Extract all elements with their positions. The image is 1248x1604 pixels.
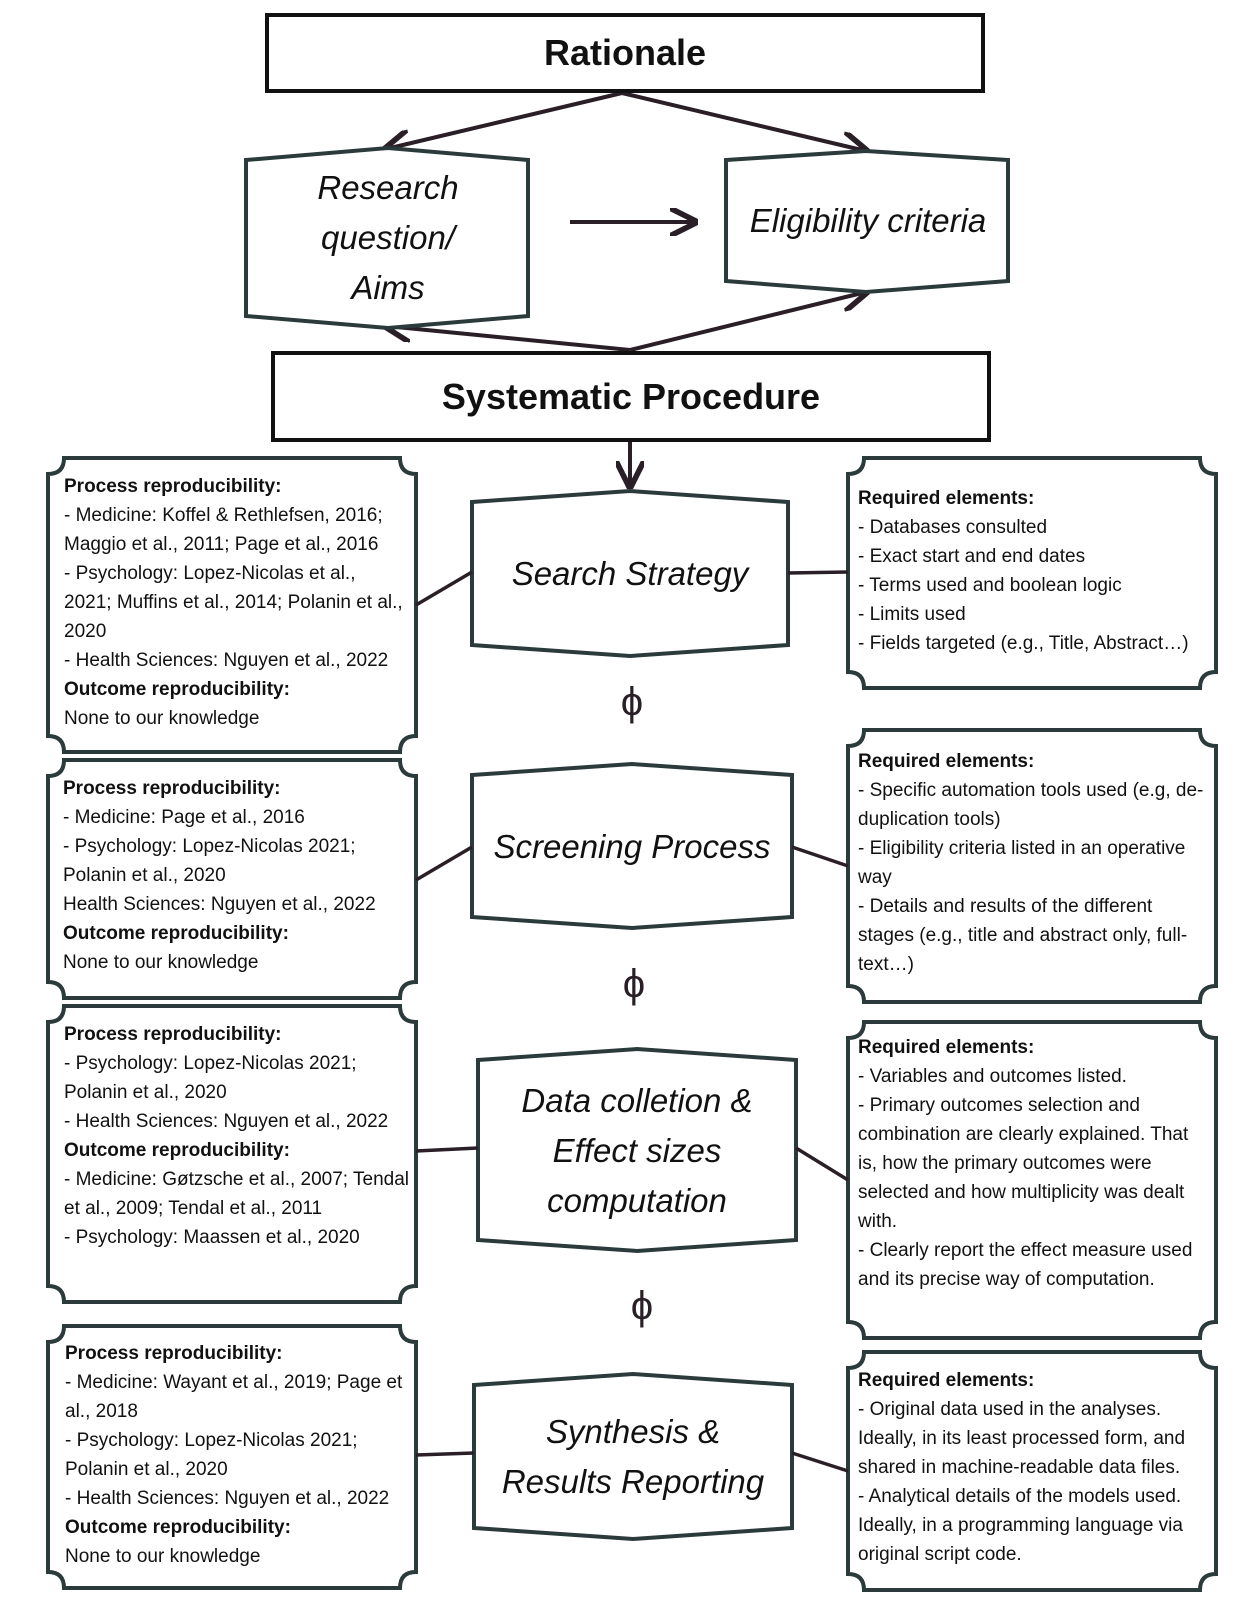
right-text-4: Required elements: - Original data used i… <box>858 1366 1210 1569</box>
stage-label-synthesis: Synthesis & Results Reporting <box>501 1413 765 1500</box>
reference-line: - Variables and outcomes listed. <box>858 1066 1127 1087</box>
section-heading: Process reproducibility: <box>63 778 281 799</box>
reference-line: - Limits used <box>858 604 966 625</box>
systematic-procedure-title: Systematic Procedure <box>441 375 821 417</box>
reference-line: - Analytical details of the models used.… <box>858 1486 1183 1565</box>
section-heading: Outcome reproducibility: <box>65 1517 291 1538</box>
data-collection-shape <box>476 1046 798 1254</box>
section-heading: Process reproducibility: <box>64 476 282 497</box>
rationale-box: Rationale <box>265 13 985 93</box>
reference-line: - Specific automation tools used (e.g, d… <box>858 780 1204 830</box>
eligibility-shape <box>724 148 1010 295</box>
left-box-2 <box>46 758 418 1000</box>
section-heading: Outcome reproducibility: <box>64 1140 290 1161</box>
stage-label-search: Search Strategy <box>511 555 749 592</box>
search-strategy-shape <box>470 488 790 659</box>
reference-line: - Medicine: Gøtzsche et al., 2007; Tenda… <box>64 1169 409 1219</box>
arrow-rationale-to-research <box>386 91 623 149</box>
right-box-3 <box>846 1020 1218 1340</box>
reference-line: - Eligibility criteria listed in an oper… <box>858 838 1186 888</box>
reference-line: None to our knowledge <box>64 708 260 729</box>
left-text-4: Process reproducibility: - Medicine: Waya… <box>65 1339 405 1571</box>
left-text-2: Process reproducibility: - Medicine: Page… <box>63 774 403 977</box>
arrow-procedure-to-research <box>386 326 631 352</box>
right-text-3: Required elements: - Variables and outcom… <box>858 1033 1210 1294</box>
reference-line: - Details and results of the different s… <box>858 896 1188 975</box>
reference-line: - Psychology: Lopez-Nicolas 2021; Polani… <box>65 1430 358 1480</box>
research-question-shape <box>244 145 530 331</box>
reference-line: - Exact start and end dates <box>858 546 1086 567</box>
reference-line: - Psychology: Lopez-Nicolas 2021; Polani… <box>63 836 356 886</box>
reference-line: None to our knowledge <box>63 952 259 973</box>
systematic-procedure-box: Systematic Procedure <box>271 351 991 442</box>
reference-line: - Medicine: Wayant et al., 2019; Page et… <box>65 1372 403 1422</box>
reference-line: - Medicine: Koffel & Rethlefsen, 2016; M… <box>64 505 383 555</box>
arrow-rationale-to-eligibility <box>621 91 866 151</box>
section-heading: Required elements: <box>858 488 1035 509</box>
reference-line: - Clearly report the effect measure used… <box>858 1240 1193 1290</box>
reference-line: - Fields targeted (e.g., Title, Abstract… <box>858 633 1189 654</box>
section-heading: Required elements: <box>858 751 1035 772</box>
reference-line: - Psychology: Lopez-Nicolas et al., 2021… <box>64 563 403 642</box>
left-box-3 <box>46 1004 418 1304</box>
connector-left-1 <box>415 570 473 607</box>
research-question-label: Research question/ Aims <box>317 169 459 306</box>
right-box-2 <box>846 728 1218 1004</box>
connector-right-3 <box>795 1146 849 1182</box>
connector-left-4 <box>415 1451 475 1457</box>
connector-right-2 <box>791 845 849 868</box>
section-heading: Outcome reproducibility: <box>64 679 290 700</box>
reference-line: - Medicine: Page et al., 2016 <box>63 807 305 828</box>
reference-line: - Primary outcomes selection and combina… <box>858 1095 1189 1232</box>
left-box-4 <box>46 1324 418 1590</box>
connector-left-3 <box>415 1146 479 1153</box>
section-heading: Process reproducibility: <box>65 1343 283 1364</box>
reference-line: None to our knowledge <box>65 1546 261 1567</box>
right-text-1: Required elements: - Databases consulted -… <box>858 484 1208 658</box>
right-box-1 <box>846 456 1218 690</box>
reference-line: - Psychology: Maassen et al., 2020 <box>64 1227 360 1248</box>
reference-line: - Health Sciences: Nguyen et al., 2022 <box>64 650 389 671</box>
phi-symbol-2: ϕ <box>622 962 646 1006</box>
rationale-title: Rationale <box>543 32 707 73</box>
section-heading: Required elements: <box>858 1037 1035 1058</box>
phi-symbol-3: ϕ <box>630 1284 654 1328</box>
stage-label-screening: Screening Process <box>493 828 771 865</box>
reference-line: - Databases consulted <box>858 517 1048 538</box>
stage-label-data-collection: Data colletion & Effect sizes computatio… <box>521 1082 753 1219</box>
left-text-3: Process reproducibility: - Psychology: Lo… <box>64 1020 410 1252</box>
section-heading: Required elements: <box>858 1370 1035 1391</box>
synthesis-shape <box>472 1371 794 1542</box>
connector-right-4 <box>791 1451 849 1473</box>
reference-line: - Original data used in the analyses. Id… <box>858 1399 1186 1478</box>
reference-line: - Health Sciences: Nguyen et al., 2022 <box>65 1488 390 1509</box>
reference-line: - Health Sciences: Nguyen et al., 2022 <box>64 1111 389 1132</box>
left-box-1 <box>46 456 418 754</box>
connector-left-2 <box>415 845 473 882</box>
left-text-1: Process reproducibility: - Medicine: Koff… <box>64 472 404 733</box>
section-heading: Outcome reproducibility: <box>63 923 289 944</box>
section-heading: Process reproducibility: <box>64 1024 282 1045</box>
eligibility-label: Eligibility criteria <box>749 202 987 239</box>
right-text-2: Required elements: - Specific automation … <box>858 747 1210 979</box>
reference-line: - Terms used and boolean logic <box>858 575 1122 596</box>
screening-process-shape <box>470 761 794 931</box>
reference-line: - Psychology: Lopez-Nicolas 2021; Polani… <box>64 1053 357 1103</box>
connector-right-1 <box>787 570 849 575</box>
arrow-procedure-to-eligibility <box>629 292 866 352</box>
right-box-4 <box>846 1350 1218 1592</box>
phi-symbol-1: ϕ <box>620 680 644 724</box>
reference-line: Health Sciences: Nguyen et al., 2022 <box>63 894 376 915</box>
